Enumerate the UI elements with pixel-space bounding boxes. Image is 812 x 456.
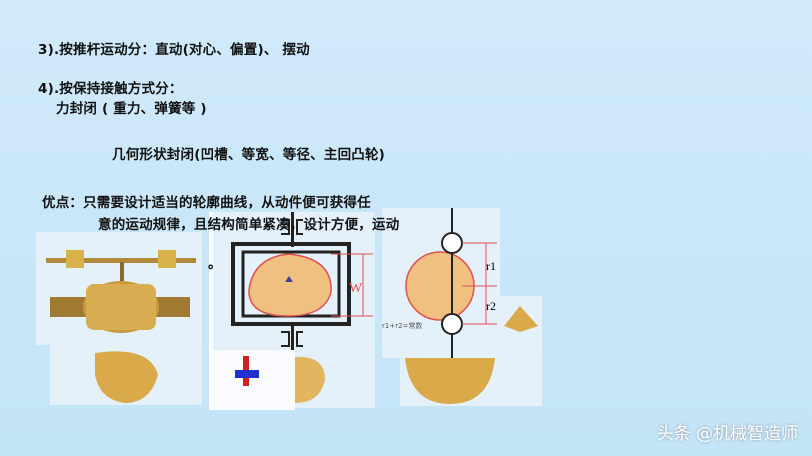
text-line-geometric-closure: 几何形状封闭(凹槽、等宽、等径、主回凸轮): [112, 147, 386, 163]
cam-disc-image: [50, 345, 202, 405]
text-line-force-closure: 力封闭 ( 重力、弹簧等 ): [56, 101, 207, 117]
follower-icon-image: [209, 350, 295, 410]
constant-diameter-cam-diagram: r1 r2 r1+r2=常数: [382, 208, 500, 358]
r2-label: r2: [486, 299, 496, 313]
r1-label: r1: [486, 259, 496, 273]
cam-shaft-drawing: [46, 250, 196, 333]
text-line-follower-motion: 3).按推杆运动分：直动(对心、偏置)、 摆动: [38, 42, 310, 58]
text-line-advantages-cont: 意的运动规律，且结构简单紧凑，设计方便，运动: [98, 217, 400, 233]
width-label: W: [349, 281, 363, 296]
watermark: 头条 @机械智造师: [656, 424, 798, 444]
semicircle-cam-image: [400, 358, 542, 406]
small-cam-image: [500, 296, 542, 358]
cam-disc-image-2: [295, 355, 375, 407]
text-line-advantages: 优点：只需要设计适当的轮廓曲线，从动件便可获得任: [42, 195, 371, 211]
text-line-contact-method: 4).按保持接触方式分：: [38, 81, 183, 97]
cam-shaft-image: [36, 232, 202, 345]
equation-label: r1+r2=常数: [382, 321, 422, 330]
text-line-period: 。: [208, 256, 222, 272]
